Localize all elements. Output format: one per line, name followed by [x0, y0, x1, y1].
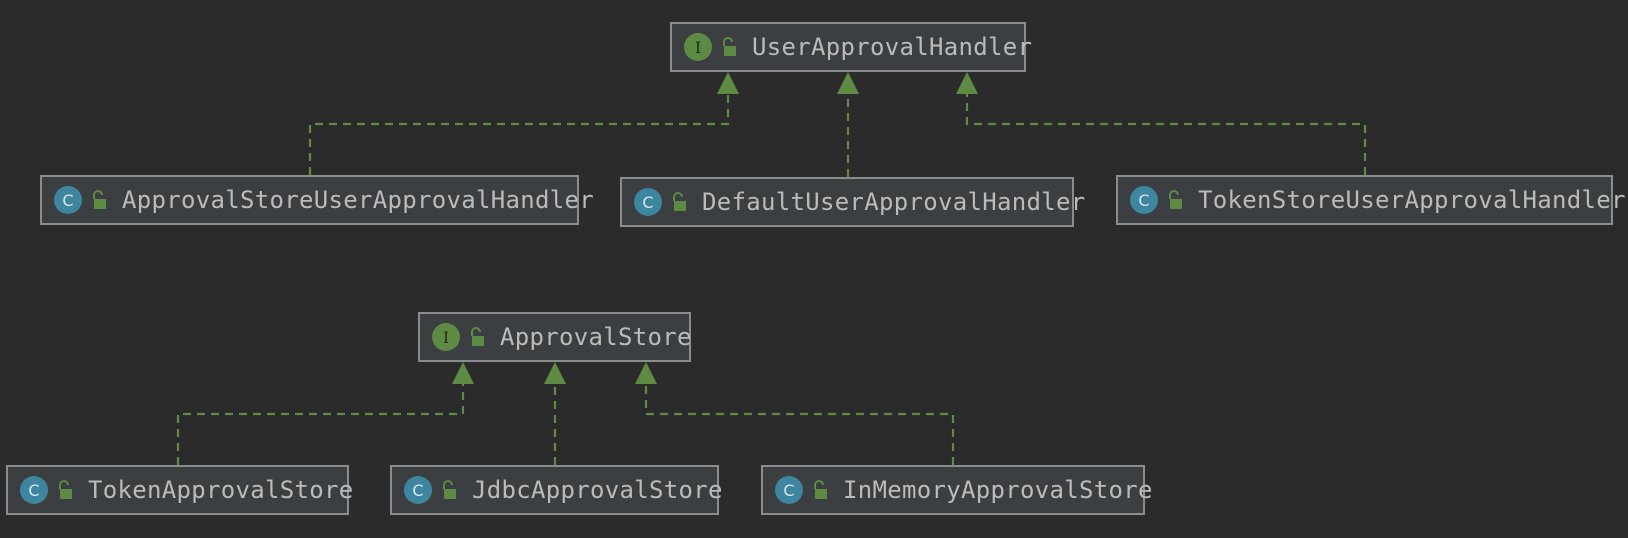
node-label: TokenApprovalStore — [88, 476, 354, 504]
public-lock-icon — [814, 480, 827, 499]
implements-arrowhead-jdbc-approval-store — [544, 362, 566, 384]
node-approval-store[interactable]: I ApprovalStore — [418, 312, 691, 362]
node-token-approval-store[interactable]: C TokenApprovalStore — [6, 465, 353, 515]
public-lock-icon — [93, 190, 106, 209]
node-user-approval-handler[interactable]: I UserApprovalHandler — [670, 22, 1032, 72]
class-icon: C — [1130, 186, 1158, 214]
node-in-memory-approval-store[interactable]: C InMemoryApprovalStore — [761, 465, 1152, 515]
class-icon: C — [404, 476, 432, 504]
implements-edge-token-store-user-approval-handler — [965, 94, 1367, 175]
implements-edge-in-memory-approval-store — [644, 384, 955, 465]
node-label: TokenStoreUserApprovalHandler — [1198, 186, 1626, 214]
node-token-store-user-approval-handler[interactable]: C TokenStoreUserApprovalHandler — [1116, 175, 1625, 225]
node-label: UserApprovalHandler — [752, 33, 1033, 61]
implements-edge-token-approval-store — [176, 384, 465, 465]
implements-arrowhead-token-store-user-approval-handler — [956, 72, 978, 94]
node-default-user-approval-handler[interactable]: C DefaultUserApprovalHandler — [620, 177, 1085, 227]
implements-arrowhead-token-approval-store — [452, 362, 474, 384]
node-label: JdbcApprovalStore — [472, 476, 723, 504]
public-lock-icon — [443, 480, 456, 499]
implements-arrowhead-approval-store-user-approval-handler — [717, 72, 739, 94]
node-jdbc-approval-store[interactable]: C JdbcApprovalStore — [390, 465, 722, 515]
public-lock-icon — [1169, 190, 1182, 209]
node-label: DefaultUserApprovalHandler — [702, 188, 1086, 216]
node-label: InMemoryApprovalStore — [843, 476, 1153, 504]
public-lock-icon — [59, 480, 72, 499]
public-lock-icon — [673, 192, 686, 211]
interface-icon: I — [432, 323, 460, 351]
class-icon: C — [54, 186, 82, 214]
class-icon: C — [775, 476, 803, 504]
class-icon: C — [634, 188, 662, 216]
node-approval-store-user-approval-handler[interactable]: C ApprovalStoreUserApprovalHandler — [40, 175, 594, 225]
interface-icon: I — [684, 33, 712, 61]
public-lock-icon — [723, 37, 736, 56]
node-label: ApprovalStoreUserApprovalHandler — [122, 186, 594, 214]
node-label: ApprovalStore — [500, 323, 692, 351]
implements-arrowhead-in-memory-approval-store — [635, 362, 657, 384]
implements-edge-approval-store-user-approval-handler — [308, 94, 730, 175]
public-lock-icon — [471, 327, 484, 346]
implements-arrowhead-default-user-approval-handler — [837, 72, 859, 94]
class-icon: C — [20, 476, 48, 504]
